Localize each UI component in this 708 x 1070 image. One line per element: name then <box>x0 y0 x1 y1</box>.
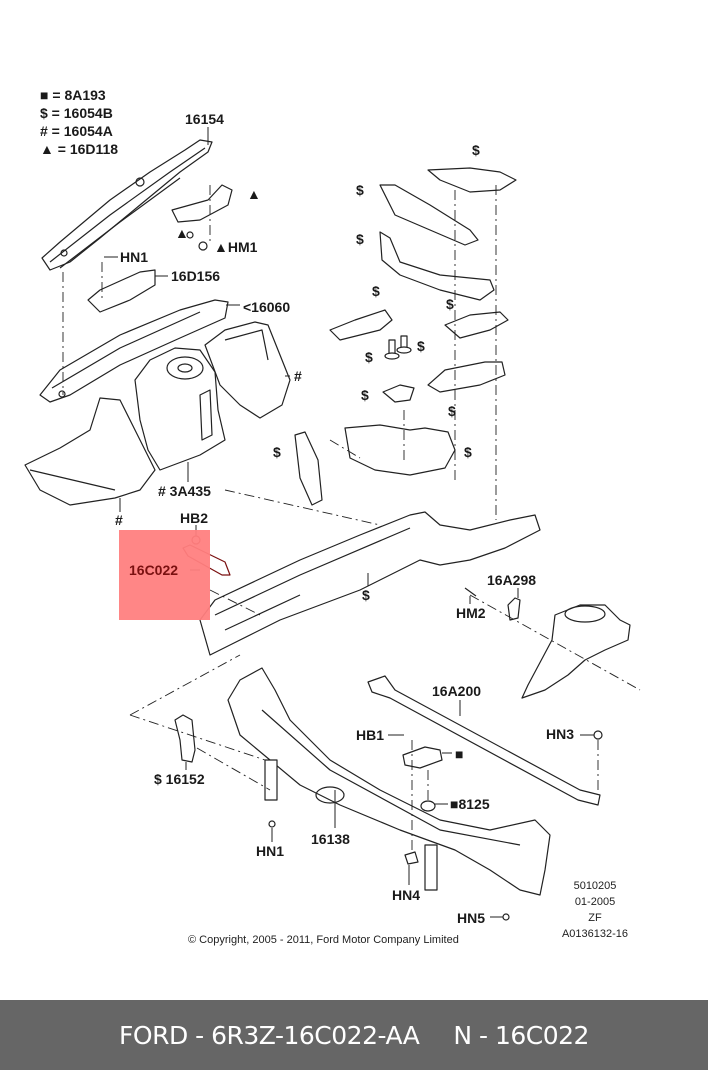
legend-part: 16D118 <box>69 141 119 157</box>
callout-dollar: $ <box>417 338 425 354</box>
legend-item-triangle: ▲ = 16D118 <box>40 141 119 157</box>
part-small-bracket <box>329 309 393 341</box>
callout-16152[interactable]: $ 16152 <box>154 771 205 787</box>
part-studs <box>382 335 415 403</box>
footer-part-number: FORD - 6R3Z-16C022-AA <box>119 1020 420 1050</box>
legend-part: 8A193 <box>64 87 106 103</box>
meta-line: 5010205 <box>573 880 617 892</box>
part-16060 <box>39 299 229 403</box>
callout-HB2[interactable]: HB2 <box>180 510 209 526</box>
callout-16154[interactable]: 16154 <box>185 111 224 127</box>
assembly-lines <box>62 185 641 850</box>
callout-3A435[interactable]: # 3A435 <box>158 483 211 499</box>
square-icon: ■ <box>40 87 49 103</box>
callout-8125[interactable]: ■8125 <box>450 796 490 812</box>
callout-16A298[interactable]: 16A298 <box>487 572 537 588</box>
meta-line: 01-2005 <box>574 896 616 908</box>
callout-dollar: $ <box>361 387 369 403</box>
callout-16138[interactable]: 16138 <box>311 831 350 847</box>
callout-16060[interactable]: <16060 <box>243 299 291 315</box>
part-16154-rail <box>41 139 213 271</box>
callout-HM2[interactable]: HM2 <box>456 605 486 621</box>
part-16D156 <box>87 269 156 313</box>
callout-dollar-rail: $ <box>362 587 370 603</box>
diagram-drawing <box>24 127 641 921</box>
callout-HN4[interactable]: HN4 <box>392 887 421 903</box>
callout-dollar: $ <box>464 444 472 460</box>
meta-line: ZF <box>588 912 602 924</box>
legend-part: 16054A <box>63 123 113 139</box>
part-right-bracket-b <box>379 231 495 301</box>
legend-item-dollar: $ = 16054B <box>40 105 113 121</box>
legend-item-hash: # = 16054A <box>40 123 113 139</box>
dollar-icon: $ <box>40 105 48 121</box>
callout-HN3[interactable]: HN3 <box>546 726 575 742</box>
triangle-icon: ▲ <box>40 141 54 157</box>
callout-dollar: $ <box>472 142 480 158</box>
callout-dollar: $ <box>365 349 373 365</box>
callout-triangle: ▲ <box>175 225 189 241</box>
part-inner-panel-right <box>204 321 291 419</box>
part-shock-tower <box>521 604 631 699</box>
part-main-rail <box>199 511 541 656</box>
part-16A200-brace <box>367 675 601 806</box>
highlighted-part-box[interactable] <box>119 530 210 620</box>
part-right-bracket-d <box>427 361 506 393</box>
callout-dollar: $ <box>446 296 454 312</box>
part-16152 <box>174 714 196 763</box>
part-floor-left <box>24 397 156 506</box>
callout-hash-right: # <box>294 368 302 384</box>
footer-reference: N - 16C022 <box>453 1020 589 1050</box>
callout-16C022[interactable]: 16C022 <box>129 562 179 578</box>
callout-HM1[interactable]: ▲HM1 <box>214 239 258 255</box>
callout-HN5[interactable]: HN5 <box>457 910 486 926</box>
callout-HN1-top[interactable]: HN1 <box>120 249 149 265</box>
hash-icon: # <box>40 123 48 139</box>
part-right-bracket-c <box>444 311 509 339</box>
part-number-footer: FORD - 6R3Z-16C022-AA N - 16C022 <box>0 1000 708 1070</box>
part-mount-bracket <box>402 730 603 812</box>
callout-triangle: ▲ <box>247 186 261 202</box>
callout-dollar: $ <box>372 283 380 299</box>
part-right-bracket-a <box>379 184 479 246</box>
part-bracket-upper <box>171 184 233 251</box>
callout-16D156[interactable]: 16D156 <box>171 268 221 284</box>
callout-hash-left: # <box>115 512 123 528</box>
legend-item-square: ■ = 8A193 <box>40 87 106 103</box>
callout-HB1[interactable]: HB1 <box>356 727 385 743</box>
parts-diagram: ■ = 8A193 $ = 16054B # = 16054A ▲ = 16D1… <box>24 87 641 946</box>
callout-dollar: $ <box>356 231 364 247</box>
meta-line: A0136132-16 <box>561 928 629 940</box>
legend-part: 16054B <box>63 105 113 121</box>
part-left-bracket-mid <box>294 431 323 506</box>
callout-16A200[interactable]: 16A200 <box>432 683 482 699</box>
part-right-floor-panel <box>344 424 456 476</box>
part-upper-right-plate <box>427 167 517 193</box>
callout-dollar: $ <box>273 444 281 460</box>
callout-dollar: $ <box>356 182 364 198</box>
callout-square: ■ <box>455 746 464 762</box>
part-16138-crossmember <box>227 667 551 896</box>
part-3A435-wheelhouse <box>134 347 226 471</box>
callout-HN1-bottom[interactable]: HN1 <box>256 843 285 859</box>
callout-dollar: $ <box>448 403 456 419</box>
copyright-notice: © Copyright, 2005 - 2011, Ford Motor Com… <box>188 934 459 946</box>
